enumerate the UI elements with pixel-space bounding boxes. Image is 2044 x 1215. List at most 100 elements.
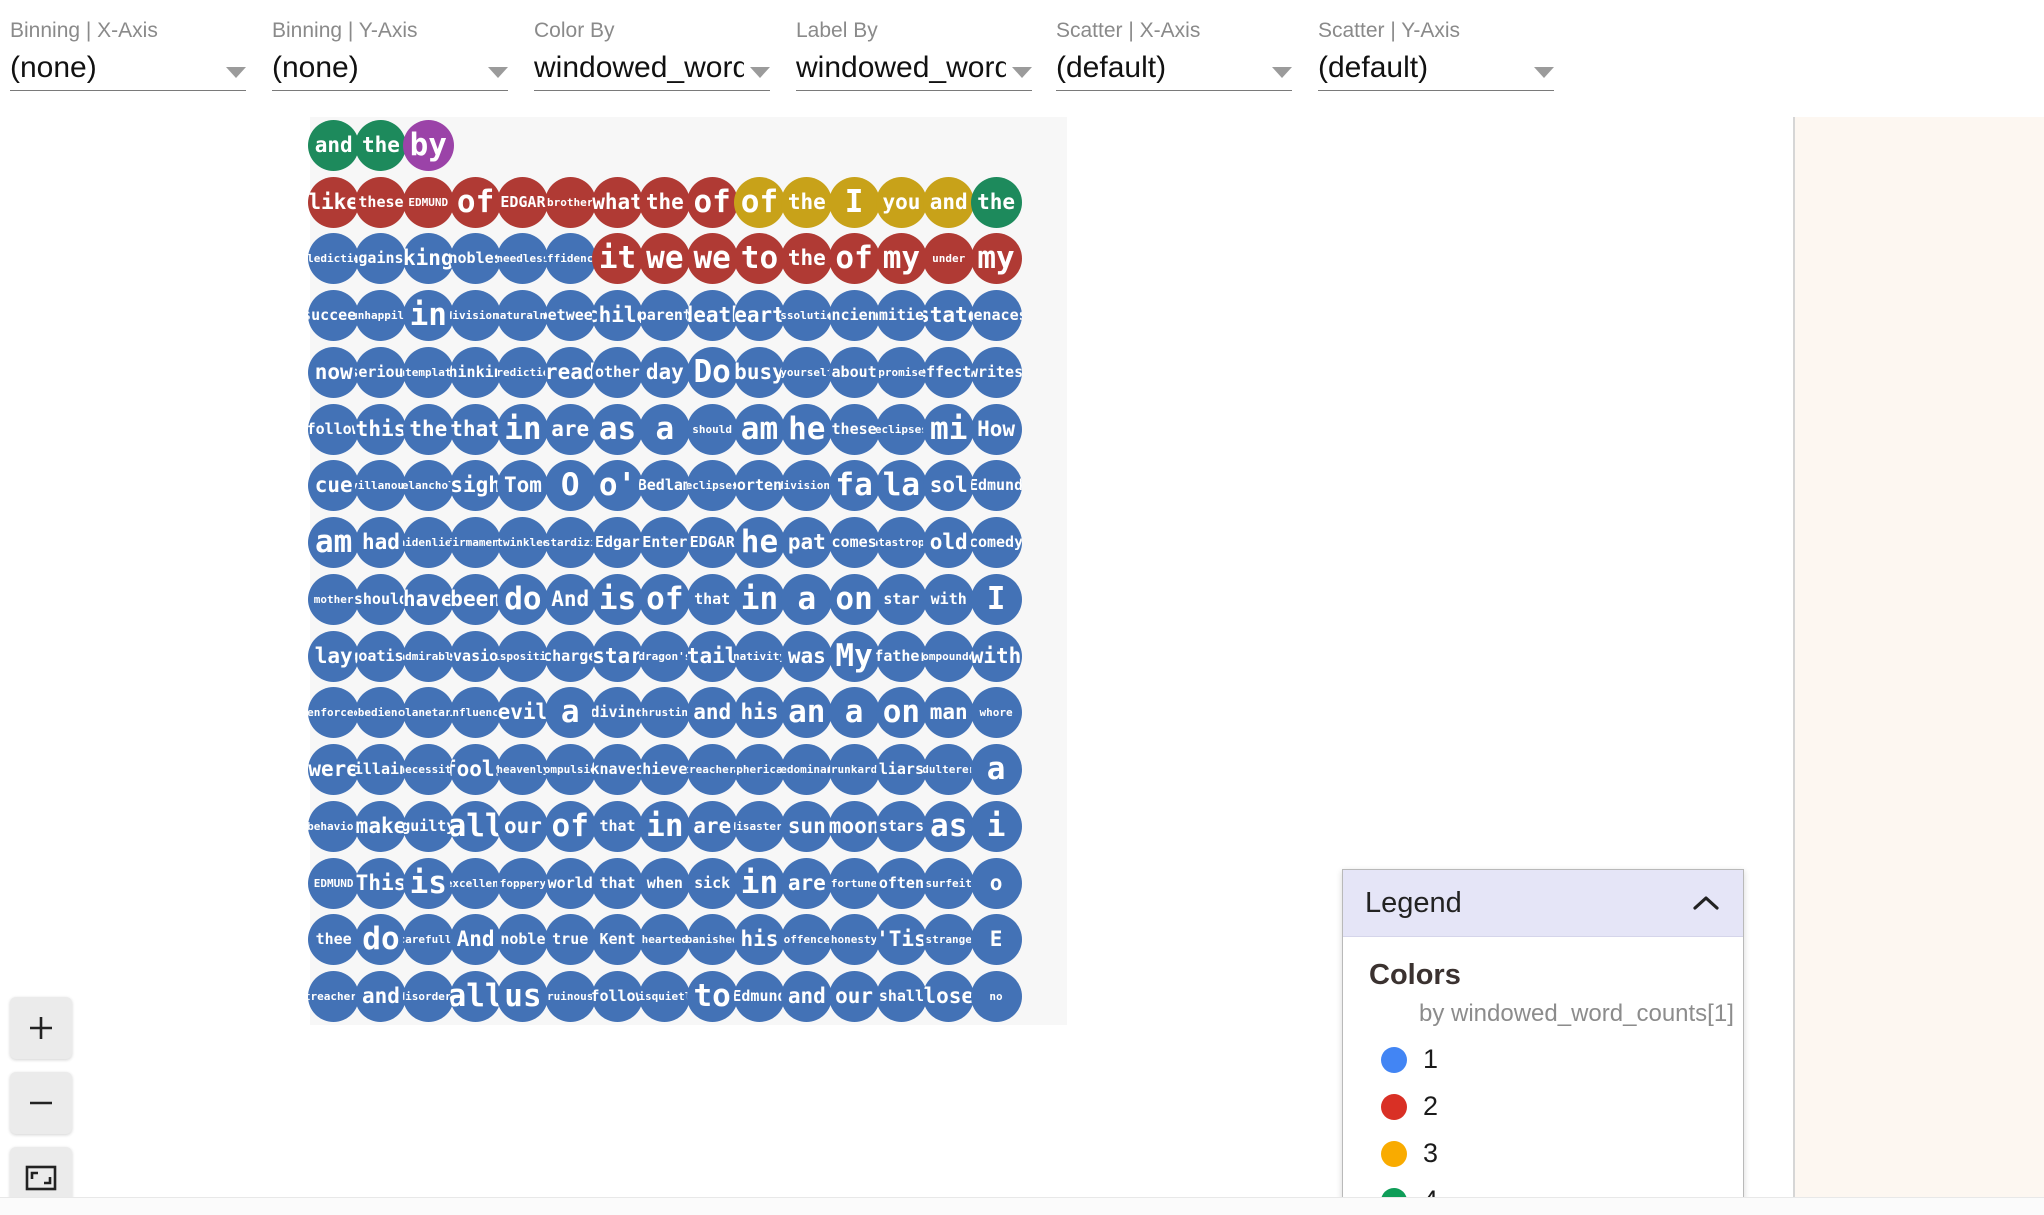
word-bubble[interactable]: mi — [923, 403, 975, 455]
word-bubble[interactable]: My — [828, 630, 880, 682]
word-bubble[interactable]: disquietly — [639, 971, 691, 1023]
word-bubble[interactable]: treachery — [308, 971, 360, 1023]
word-bubble[interactable]: of — [686, 176, 738, 228]
word-bubble[interactable]: to — [686, 971, 738, 1023]
word-bubble[interactable]: mother — [308, 573, 360, 625]
word-bubble[interactable]: EDGAR — [497, 176, 549, 228]
word-bubble[interactable]: should — [355, 573, 407, 625]
word-bubble[interactable]: banished — [686, 914, 738, 966]
word-bubble[interactable]: fortune — [828, 857, 880, 909]
word-bubble[interactable]: you — [875, 176, 927, 228]
word-bubble[interactable]: whore — [970, 687, 1022, 739]
word-bubble[interactable]: needless — [497, 233, 549, 285]
word-bubble[interactable]: ancient — [828, 290, 880, 342]
toolbar-select[interactable]: (none) — [10, 44, 246, 91]
word-bubble[interactable]: follow — [308, 403, 360, 455]
word-bubble[interactable]: a — [970, 744, 1022, 796]
word-bubble[interactable]: us — [497, 971, 549, 1023]
word-bubble[interactable]: heavenly — [497, 744, 549, 796]
word-bubble[interactable]: in — [733, 857, 785, 909]
word-bubble[interactable]: la — [875, 460, 927, 512]
word-bubble[interactable]: disasters — [733, 800, 785, 852]
word-bubble[interactable]: stars — [875, 800, 927, 852]
word-bubble[interactable]: star — [875, 573, 927, 625]
word-bubble[interactable]: twinkled — [497, 517, 549, 569]
word-bubble[interactable]: How — [970, 403, 1022, 455]
chevron-down-icon[interactable] — [1534, 67, 1554, 78]
toolbar-select[interactable]: windowed_word_c — [534, 44, 770, 91]
word-bubble[interactable]: other — [592, 346, 644, 398]
word-bubble[interactable]: thieves — [639, 744, 691, 796]
word-bubble[interactable]: these — [828, 403, 880, 455]
word-bubble[interactable]: liars — [875, 744, 927, 796]
word-bubble[interactable]: serious — [355, 346, 407, 398]
word-bubble[interactable]: read — [544, 346, 596, 398]
word-bubble[interactable]: bastardizing — [544, 517, 596, 569]
word-bubble[interactable]: evil — [497, 687, 549, 739]
word-bubble[interactable]: knaves — [592, 744, 644, 796]
word-bubble[interactable]: often — [875, 857, 927, 909]
word-bubble[interactable]: he — [781, 403, 833, 455]
word-bubble[interactable]: EDMUND — [308, 857, 360, 909]
chevron-down-icon[interactable] — [750, 67, 770, 78]
word-bubble[interactable]: goatish — [355, 630, 407, 682]
word-bubble[interactable]: pat — [781, 517, 833, 569]
word-bubble[interactable]: cue — [308, 460, 360, 512]
word-bubble[interactable]: no — [970, 971, 1022, 1023]
word-bubble[interactable]: the — [639, 176, 691, 228]
word-bubble[interactable]: Tom — [497, 460, 549, 512]
word-bubble[interactable]: that — [450, 403, 502, 455]
word-bubble[interactable]: that — [592, 800, 644, 852]
word-bubble[interactable]: I — [970, 573, 1022, 625]
word-bubble[interactable]: sick — [686, 857, 738, 909]
word-bubble[interactable]: as — [923, 800, 975, 852]
word-bubble[interactable]: maidenliest — [402, 517, 454, 569]
word-bubble[interactable]: is — [402, 857, 454, 909]
toolbar-select[interactable]: (none) — [272, 44, 508, 91]
word-bubble[interactable]: were — [308, 744, 360, 796]
word-bubble[interactable]: that — [686, 573, 738, 625]
word-bubble[interactable]: excellent — [450, 857, 502, 909]
word-bubble[interactable]: comes — [828, 517, 880, 569]
word-bubble[interactable]: comedy — [970, 517, 1022, 569]
legend-item[interactable]: 4 — [1381, 1185, 1743, 1197]
toolbar-field-0[interactable]: Binning | X-Axis(none) — [10, 18, 246, 96]
word-bubble[interactable]: treachers — [686, 744, 738, 796]
toolbar-select[interactable]: windowed_word_c — [796, 44, 1032, 91]
legend-item[interactable]: 1 — [1381, 1044, 1743, 1075]
word-bubble[interactable]: as — [592, 403, 644, 455]
word-bubble[interactable]: Edgar — [592, 517, 644, 569]
word-bubble[interactable]: sol — [923, 460, 975, 512]
word-bubble[interactable]: i — [970, 800, 1022, 852]
word-bubble[interactable]: like — [308, 176, 360, 228]
word-bubble[interactable]: to — [733, 233, 785, 285]
word-bubble[interactable]: a — [781, 573, 833, 625]
word-bubble[interactable]: in — [402, 290, 454, 342]
word-bubble[interactable]: thinking — [450, 346, 502, 398]
word-bubble[interactable]: thee — [308, 914, 360, 966]
word-bubble[interactable]: villains — [355, 744, 407, 796]
word-bubble[interactable]: firmament — [450, 517, 502, 569]
word-bubble[interactable]: old — [923, 517, 975, 569]
word-bubble[interactable]: an — [781, 687, 833, 739]
word-bubble[interactable]: compulsion — [544, 744, 596, 796]
word-bubble[interactable]: divisions — [450, 290, 502, 342]
word-bubble[interactable]: nativity — [733, 630, 785, 682]
word-bubble[interactable]: effects — [923, 346, 975, 398]
word-bubble[interactable]: now — [308, 346, 360, 398]
word-bubble[interactable]: parent — [639, 290, 691, 342]
word-bubble[interactable]: on — [828, 573, 880, 625]
word-bubble[interactable]: maledictions — [308, 233, 360, 285]
word-bubble[interactable]: do — [497, 573, 549, 625]
word-bubble[interactable]: that — [592, 857, 644, 909]
word-bubble[interactable]: melancholy — [402, 460, 454, 512]
word-bubble[interactable]: about — [828, 346, 880, 398]
word-bubble[interactable]: guilty — [402, 800, 454, 852]
word-bubble[interactable]: it — [592, 233, 644, 285]
word-bubble[interactable]: Bedlam — [639, 460, 691, 512]
word-bubble[interactable]: of — [639, 573, 691, 625]
word-bubble[interactable]: of — [733, 176, 785, 228]
word-bubble[interactable]: fools — [450, 744, 502, 796]
word-bubble[interactable]: a — [828, 687, 880, 739]
